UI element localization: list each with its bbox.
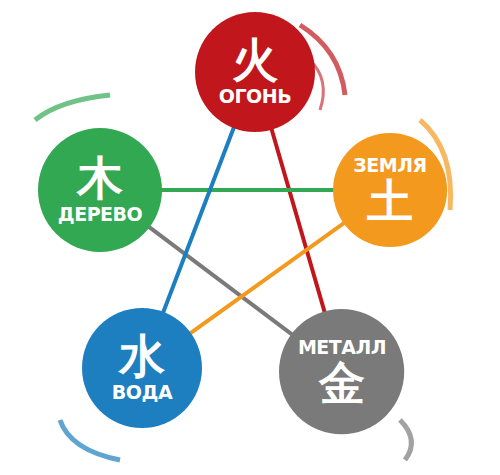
element-circle: 水ВОДА xyxy=(82,308,202,428)
element-name: МЕТАЛЛ xyxy=(298,336,386,359)
element-circle: МЕТАЛЛ金 xyxy=(279,309,404,434)
element-character: 金 xyxy=(319,359,365,407)
element-character: 木 xyxy=(77,154,123,202)
brush-stroke xyxy=(60,420,120,460)
element-name: ВОДА xyxy=(112,381,172,404)
element-name: ЗЕМЛЯ xyxy=(353,154,426,177)
connector-line xyxy=(271,128,325,314)
brush-stroke xyxy=(400,420,411,460)
element-circle: 木ДЕРЕВО xyxy=(38,128,162,252)
element-name: ОГОНЬ xyxy=(219,85,291,108)
connector-line xyxy=(160,188,335,192)
element-circle: ЗЕМЛЯ土 xyxy=(333,133,447,247)
element-character: 火 xyxy=(232,36,278,84)
element-circle: 火ОГОНЬ xyxy=(195,12,315,132)
brush-stroke xyxy=(35,95,110,120)
connector-line xyxy=(163,126,235,314)
element-name: ДЕРЕВО xyxy=(58,203,142,226)
element-character: 水 xyxy=(119,332,165,380)
element-character: 土 xyxy=(367,177,413,225)
